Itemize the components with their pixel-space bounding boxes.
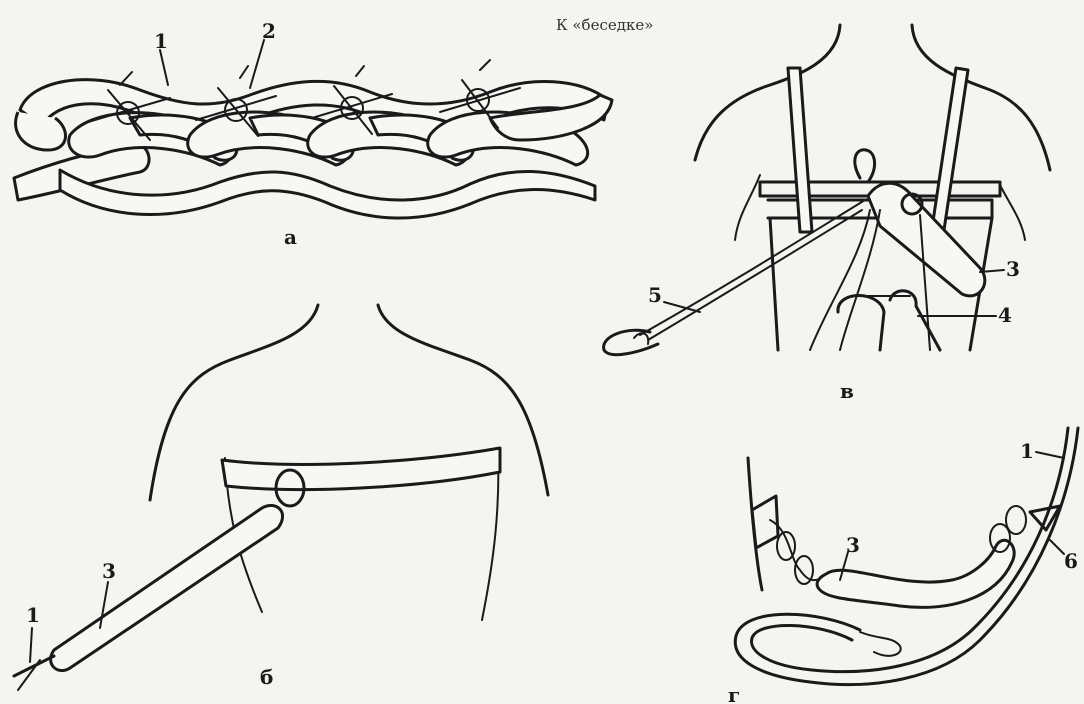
harness-rope-5b [648, 210, 862, 340]
caption-a: а [284, 225, 297, 249]
panel-v-back: 5 3 4 в [604, 25, 1050, 403]
callout-g-3: 3 [846, 533, 860, 557]
braid-lower-strand [60, 170, 595, 218]
harness-rope-5-loop [604, 330, 658, 354]
rope-end [14, 656, 54, 676]
harness-rope-5 [640, 200, 865, 335]
callout-a-2: 2 [262, 19, 276, 43]
harness-lower-loop-left [838, 296, 884, 351]
harness-lower-loop-right [890, 291, 940, 350]
callout-line-g-6 [1050, 540, 1064, 554]
caption-v: в [840, 379, 854, 403]
harness-left-edge [770, 218, 778, 350]
callout-b-3: 3 [102, 559, 116, 583]
callout-g-6: 6 [1064, 549, 1078, 573]
figure-title: К «беседке» [556, 16, 653, 34]
panel-a-braid: 1 2 а [14, 19, 612, 249]
callout-a-1: 1 [154, 29, 168, 53]
harness-strap-right [932, 68, 968, 230]
callout-line-a-2 [250, 40, 264, 88]
chain-link-4 [1006, 506, 1026, 534]
caption-g: г [728, 683, 740, 704]
callout-line-g-1 [1036, 452, 1064, 458]
back-v-right-side [1000, 185, 1025, 240]
callout-b-1: 1 [26, 603, 40, 627]
callout-v-5: 5 [648, 283, 662, 307]
harness-top-loop [855, 150, 875, 182]
callout-line-b-1 [30, 628, 32, 662]
braid-left-loop [16, 112, 66, 150]
chest-strap [222, 448, 500, 490]
wall-g-line [748, 458, 762, 590]
back-v-left-side [735, 175, 760, 240]
callout-line-a-1 [160, 50, 168, 85]
harness-strap-left [788, 68, 812, 232]
callout-g-1: 1 [1020, 439, 1034, 463]
panel-g-rope: 1 3 6 г [728, 428, 1078, 704]
back-v-right-shoulder [912, 25, 1050, 170]
rope-g-knot [860, 632, 901, 656]
rope-end-2 [18, 660, 40, 690]
harness-rope-2 [840, 210, 880, 350]
callout-v-3: 3 [1006, 257, 1020, 281]
chain-link-2 [795, 556, 813, 584]
back-v-left-shoulder [695, 25, 840, 160]
padded-tube [51, 505, 283, 670]
rope-g-main-inner [752, 428, 1068, 672]
caption-b: б [260, 665, 273, 689]
panel-b-torso: 3 1 б [14, 305, 548, 690]
callout-v-4: 4 [998, 303, 1012, 327]
